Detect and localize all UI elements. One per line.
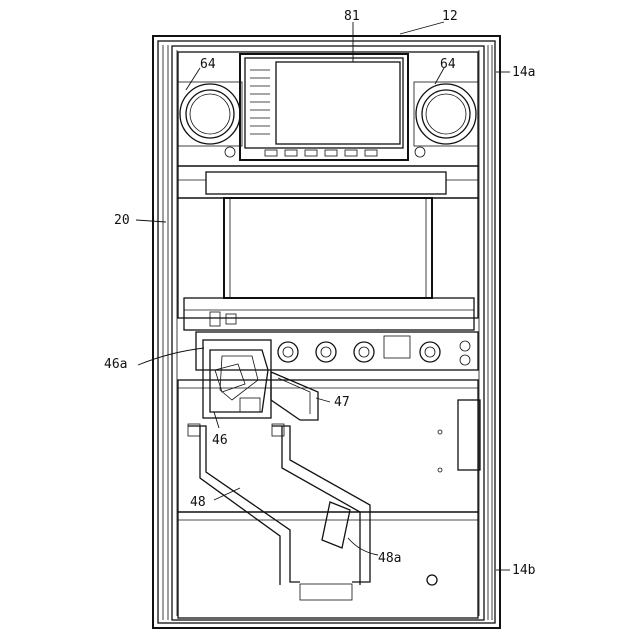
right-speaker: [414, 82, 478, 146]
left-speaker: [178, 82, 242, 146]
label-20: 20: [114, 213, 130, 228]
label-64-right: 64: [440, 57, 456, 72]
game-board-frame: [178, 198, 478, 330]
label-81: 81: [344, 9, 360, 24]
label-14a: 14a: [512, 65, 535, 80]
label-12: 12: [442, 9, 458, 24]
top-panel: [178, 52, 478, 166]
medal-chute: [271, 372, 318, 420]
label-64-left: 64: [200, 57, 216, 72]
upper-frame: [178, 166, 478, 198]
label-48a: 48a: [378, 551, 401, 566]
label-14b: 14b: [512, 563, 536, 578]
label-47: 47: [334, 395, 350, 410]
leader-lines: [136, 22, 510, 570]
labels: 81 12 64 64 14a 20 46a 47 46 48 48a 14b: [104, 9, 536, 578]
label-46: 46: [212, 433, 228, 448]
base-section: [178, 512, 478, 618]
label-46a: 46a: [104, 357, 127, 372]
medal-mechanism: [203, 340, 271, 418]
display-unit: [225, 54, 425, 160]
label-48: 48: [190, 495, 206, 510]
